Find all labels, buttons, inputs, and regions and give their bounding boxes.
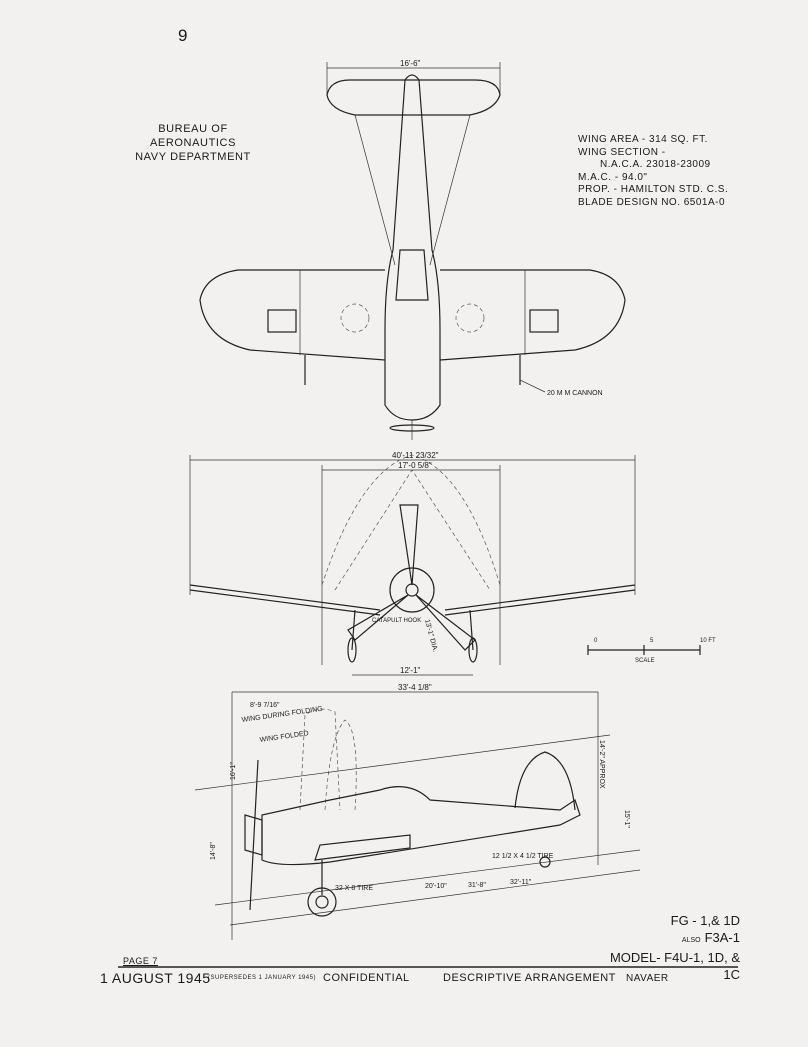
dim-len-b: 31'-8" — [468, 882, 486, 889]
fuselage-side — [261, 786, 581, 866]
spec-prop: Prop. - Hamilton Std. C.S. — [578, 184, 729, 195]
spec-mac: M.A.C. - 94.0" — [578, 171, 648, 183]
dim-tread: 12'-1" — [400, 666, 421, 675]
footer-page: Page 7 — [123, 956, 158, 966]
dim-tail-height: 14'-2" Approx — [598, 740, 605, 789]
wing-side — [314, 834, 411, 861]
top-view: 16'-6" 20 M M Cannon — [199, 59, 626, 440]
header-left: Bureau of Aeronautics Navy Department — [128, 122, 258, 164]
department-label: Navy Department — [135, 151, 251, 163]
vertical-tail — [514, 751, 576, 811]
dim-len-a: 20'-10" — [425, 883, 447, 890]
footer-supersedes: (Supersedes 1 January 1945) — [208, 975, 316, 981]
scale-tick-5: 5 — [650, 638, 654, 644]
model-also: Also — [681, 937, 701, 944]
dim-height-prop: 14'-8" — [210, 842, 217, 860]
dim-fold-offset: 8'-9 7/16" — [250, 702, 280, 709]
specs-block: Wing Area - 314 Sq. Ft. Wing Section - N… — [578, 134, 728, 209]
callout-tail-tire: 12 1/2 X 4 1/2 Tire — [492, 853, 554, 860]
bureau-label: Bureau of Aeronautics — [149, 123, 237, 149]
dim-len-c: 32'-11" — [510, 879, 532, 886]
wing-front — [189, 584, 636, 616]
front-view: 40'-11 23/32" 17'-0 5/8" 12'-1" Catapult… — [189, 451, 636, 676]
footer-classification: Confidential — [323, 972, 410, 984]
dim-folded-span: 17'-0 5/8" — [398, 461, 432, 470]
spec-wing-section: Wing Section - — [578, 146, 666, 158]
horizontal-stabilizer — [326, 79, 501, 116]
spec-naca: N.A.C.A. 23018-23009 — [600, 159, 711, 170]
dim-tail-span: 16'-6" — [400, 59, 421, 68]
dim-height-folded: 16'-1" — [230, 762, 237, 780]
model-line-3: Model- F4U-1, 1D, & 1C — [609, 950, 740, 982]
model-block: FG - 1,& 1D AlsoF3A-1 Model- F4U-1, 1D, … — [600, 912, 740, 983]
page-number: 9 — [178, 26, 188, 45]
dim-prop-dia: 13'-1" DIA. — [423, 619, 438, 653]
spec-blade: Blade Design No. 6501A-0 — [578, 196, 726, 208]
dim-wing-span: 40'-11 23/32" — [392, 451, 439, 460]
callout-main-tire: 32 X 8 Tire — [335, 885, 373, 892]
footer-date: 1 August 1945 — [100, 970, 211, 986]
footer-agency: NAVAER — [626, 973, 669, 984]
scale-bar: 0 5 10 FT Scale — [587, 638, 716, 664]
model-line-1: FG - 1,& 1D — [670, 913, 740, 928]
callout-catapult: Catapult Hook — [372, 618, 421, 624]
scale-tick-10: 10 FT — [700, 638, 716, 644]
label-wing-folded: Wing Folded — [259, 730, 309, 744]
callout-cannon: 20 M M Cannon — [547, 390, 603, 397]
fuselage-top — [384, 74, 441, 421]
side-view: 33'-4 1/8" 8'-9 7/16" Wing During Foldin… — [194, 683, 641, 940]
footer-title: Descriptive Arrangement — [443, 972, 616, 984]
propeller — [347, 504, 476, 651]
wing-top — [199, 269, 626, 361]
scale-label: Scale — [635, 658, 655, 664]
dim-height-fus: 15'-1" — [623, 810, 630, 828]
spec-wing-area: Wing Area - 314 Sq. Ft. — [578, 134, 708, 145]
scale-tick-0: 0 — [594, 638, 598, 644]
model-line-2: F3A-1 — [704, 930, 740, 945]
dim-length: 33'-4 1/8" — [398, 683, 432, 692]
